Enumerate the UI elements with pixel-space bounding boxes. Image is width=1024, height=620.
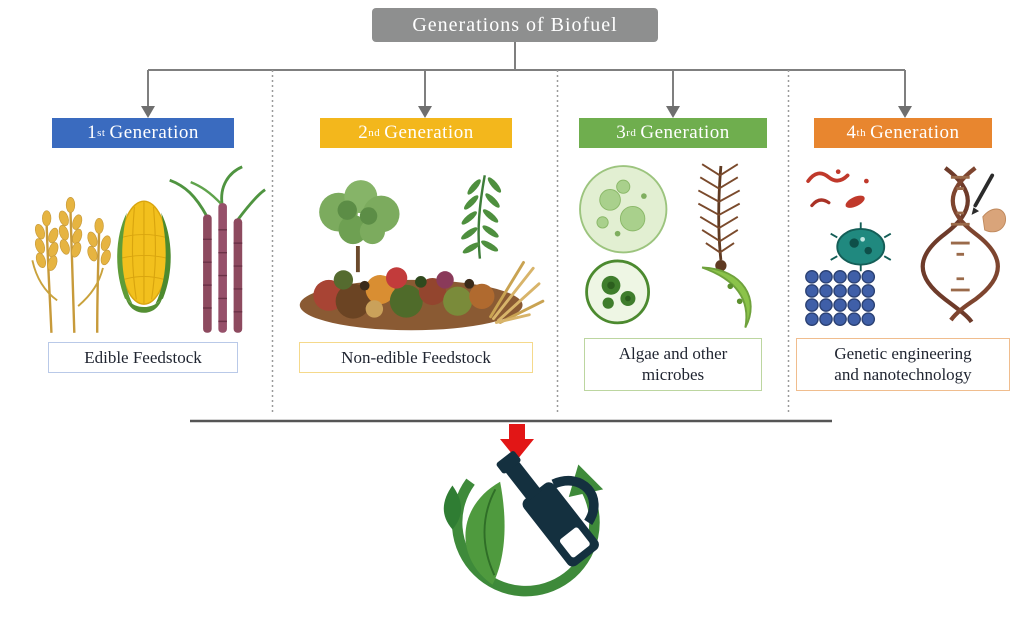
arc-arrowhead — [568, 464, 604, 497]
nanoparticle-lattice-icon — [805, 270, 876, 326]
recycle-arc — [451, 478, 600, 597]
gen2-caption: Non-edible Feedstock — [299, 342, 533, 374]
droplet-icon — [443, 485, 462, 530]
corn-icon — [117, 200, 171, 313]
fern-leaf-icon — [461, 175, 502, 259]
red-down-arrow-icon — [500, 424, 534, 460]
gen4-caption: Genetic engineering and nanotechnology — [796, 338, 1010, 391]
bacteria-icon — [806, 169, 869, 208]
microbe-icon — [830, 222, 892, 272]
dark-algae-cell-icon — [585, 259, 650, 325]
gen1-number: 1 — [87, 122, 98, 143]
bushy-plant-icon — [319, 180, 400, 273]
diagram-title: Generations of Biofuel — [372, 8, 658, 42]
gen4-number: 4 — [846, 122, 857, 143]
arrowhead-icon — [141, 106, 912, 118]
waste-pile-icon — [299, 267, 523, 331]
leaf-icon — [465, 481, 505, 585]
gen1-word: Generation — [109, 122, 199, 143]
sugarcane-icon — [169, 165, 266, 333]
gen3-word: Generation — [640, 122, 730, 143]
wheat-icon — [31, 197, 111, 333]
gen2-number: 2 — [358, 122, 369, 143]
gen2-illustration — [299, 175, 545, 331]
gen4-illustration — [805, 166, 1006, 326]
straw-icon — [489, 261, 545, 324]
crescent-microbe-icon — [701, 266, 752, 329]
biofuel-pump-leaf-icon — [443, 451, 604, 597]
hand-pen-icon — [971, 173, 1006, 233]
diagram-title-text: Generations of Biofuel — [412, 13, 618, 36]
gen1-caption: Edible Feedstock — [48, 342, 238, 374]
green-algae-cell-icon — [579, 165, 668, 254]
dna-icon — [920, 166, 1000, 324]
gen3-number: 3 — [616, 122, 627, 143]
gen4-word: Generation — [870, 122, 960, 143]
pump-nozzle-icon — [496, 451, 599, 567]
gen2-word: Generation — [384, 122, 474, 143]
gen3-illustration — [579, 163, 752, 329]
gen1-illustration — [31, 165, 266, 333]
gen3-caption: Algae and other microbes — [584, 338, 762, 391]
kelp-icon — [697, 163, 741, 272]
